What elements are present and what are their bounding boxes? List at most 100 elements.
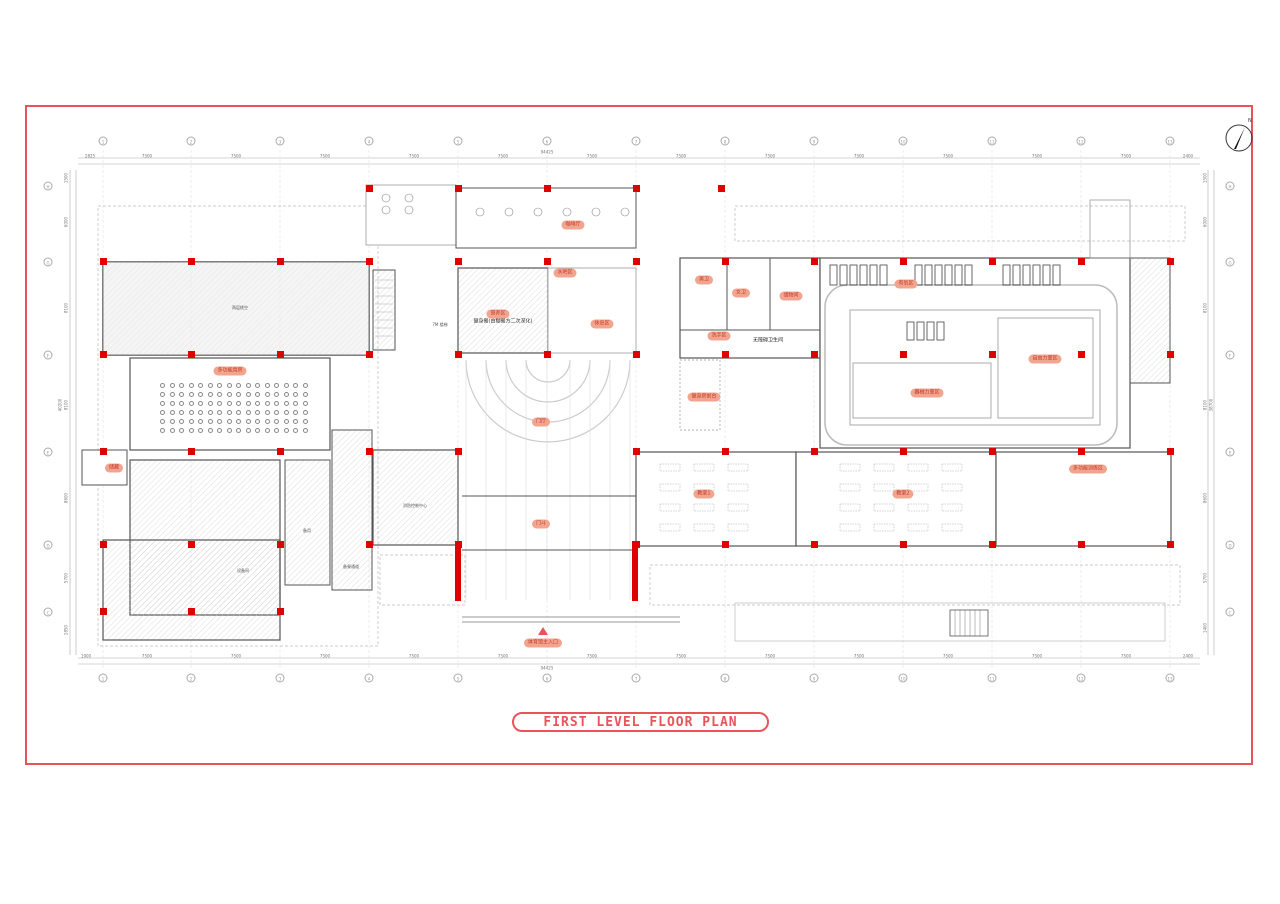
axis-bubble-left: H <box>43 181 53 191</box>
dimension-text: 7500 <box>141 153 153 159</box>
seat <box>302 392 308 397</box>
axis-bubble-top: 8 <box>720 136 730 146</box>
seat <box>283 428 289 433</box>
dimension-text: 7500 <box>1120 653 1132 659</box>
axis-bubble-bottom: 11 <box>987 673 997 683</box>
drawing-border <box>25 105 1253 765</box>
axis-bubble-top: 9 <box>809 136 819 146</box>
room-label-multi-training: 多功能训练区 <box>1068 464 1108 474</box>
axis-bubble-bottom: 2 <box>186 673 196 683</box>
dimension-text: 7500 <box>764 153 776 159</box>
seat <box>264 392 270 397</box>
axis-bubble-left: F <box>43 350 53 360</box>
axis-bubble-top: 10 <box>898 136 908 146</box>
seat <box>255 428 260 433</box>
seat <box>179 401 184 406</box>
seat <box>293 392 298 397</box>
dimension-text: 7500 <box>1031 153 1043 159</box>
seat <box>236 383 241 388</box>
seat <box>169 428 175 433</box>
seat <box>236 419 241 424</box>
seat <box>207 410 213 415</box>
axis-bubble-bottom: 9 <box>809 673 819 683</box>
seat <box>255 392 260 397</box>
seat <box>207 428 213 433</box>
dimension-text: 8600 <box>1202 492 1208 504</box>
seat <box>274 392 279 397</box>
dimension-total: 94425 <box>540 149 554 155</box>
dimension-text: 7500 <box>319 653 331 659</box>
seat <box>274 383 279 388</box>
room-label-backup-corridor: 备餐通道 <box>343 564 359 569</box>
seat <box>188 428 194 433</box>
room-label-main-entrance: 体育馆主入口 <box>523 638 563 648</box>
seat <box>188 401 194 406</box>
seat <box>302 401 308 406</box>
dimension-text: 7500 <box>408 153 420 159</box>
dimension-text: 7500 <box>675 153 687 159</box>
dimension-text: 8100 <box>1202 302 1208 314</box>
dimension-total: 94425 <box>540 665 554 671</box>
dimension-text: 7500 <box>408 653 420 659</box>
dimension-text: 7500 <box>942 653 954 659</box>
dimension-text: 8100 <box>63 399 69 411</box>
dimension-text: 7500 <box>764 653 776 659</box>
dimension-text: 1900 <box>80 653 92 659</box>
dimension-text: 1500 <box>1202 172 1208 184</box>
axis-bubble-bottom: 10 <box>898 673 908 683</box>
seat <box>236 410 241 415</box>
seat <box>302 383 308 388</box>
seat <box>236 401 241 406</box>
room-label-vestibule: 门斗 <box>531 519 551 529</box>
north-arrow: N <box>1223 118 1255 153</box>
room-label-equipment-room: 设备间 <box>237 568 249 573</box>
room-label-strength-zone-1: 器械力量区 <box>910 388 944 398</box>
seat <box>255 401 260 406</box>
dimension-text: 7500 <box>230 153 242 159</box>
axis-bubble-bottom: 3 <box>275 673 285 683</box>
room-label-washroom: 洗手区 <box>707 331 731 341</box>
dimension-text: 1500 <box>63 172 69 184</box>
axis-bubble-right: G <box>1225 257 1235 267</box>
dimension-text: 7500 <box>853 653 865 659</box>
dimension-text: 7500 <box>230 653 242 659</box>
seat <box>245 410 251 415</box>
drawing-title: FIRST LEVEL FLOOR PLAN <box>512 712 769 732</box>
seat <box>245 419 251 424</box>
seat <box>169 383 175 388</box>
seat <box>217 392 222 397</box>
axis-bubble-bottom: 1 <box>98 673 108 683</box>
dimension-text: 8600 <box>63 492 69 504</box>
room-label-womens-wc: 女卫 <box>731 288 751 298</box>
seat <box>283 419 289 424</box>
room-label-backup: 备用 <box>303 528 311 533</box>
seat <box>264 410 270 415</box>
seat <box>226 392 232 397</box>
dimension-text: 7500 <box>586 653 598 659</box>
axis-bubble-right: D <box>1225 540 1235 550</box>
seat <box>217 428 222 433</box>
seat <box>160 383 165 388</box>
room-label-nutrition: 营养区 <box>486 309 510 319</box>
dimension-text: 8100 <box>63 302 69 314</box>
axis-bubble-top: 12 <box>1076 136 1086 146</box>
room-label-storage: 储物间 <box>779 291 803 301</box>
dimension-text: 6000 <box>63 216 69 228</box>
seat <box>207 419 213 424</box>
dimension-text: 1400 <box>1202 622 1208 634</box>
seat <box>198 428 203 433</box>
seat <box>293 401 298 406</box>
seat <box>264 428 270 433</box>
seat <box>236 428 241 433</box>
hall-seating <box>160 383 312 443</box>
seat <box>226 419 232 424</box>
dimension-text: 2400 <box>1182 653 1194 659</box>
room-label-water-bar: 水吧区 <box>553 268 577 278</box>
room-label-upper-void: 两层挑空 <box>232 305 248 310</box>
seat <box>179 383 184 388</box>
axis-bubble-left: E <box>43 447 53 457</box>
dimension-text: 7500 <box>586 153 598 159</box>
seat <box>217 410 222 415</box>
axis-bubble-bottom: 7 <box>631 673 641 683</box>
seat <box>283 410 289 415</box>
